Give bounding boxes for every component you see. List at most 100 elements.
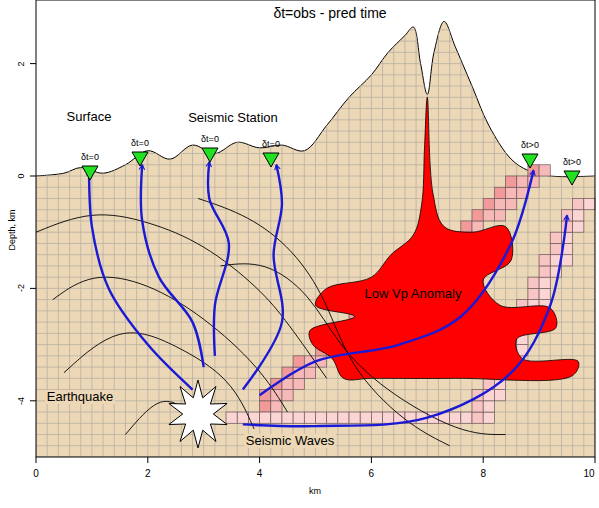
ray-cell [282,412,293,423]
axis-title: km [309,487,321,497]
tick-label: -4 [17,397,27,405]
station-value: δt>0 [563,158,581,168]
ray-cell [472,401,483,412]
region-label: Surface [67,110,112,124]
ray-cell [539,288,550,299]
ray-cell [483,401,494,412]
anomaly-label: Low Vp Anomaly [363,287,464,301]
tick [30,400,36,401]
tick-label: 6 [369,468,375,479]
ray-cell [371,412,382,423]
ray-cell [494,198,505,209]
tick-label: 0 [17,173,27,178]
ray-cell [450,412,461,423]
ray-cell [472,210,483,221]
seismic-station [263,153,279,167]
station-value: δt=0 [201,135,219,145]
tick [30,288,36,289]
ray-cell [271,412,282,423]
low-velocity-anomaly [309,97,579,380]
ray-cell [226,412,237,423]
tick-label: -2 [17,284,27,292]
ray-cell [349,412,360,423]
tick-label: 4 [257,468,263,479]
ray-cell [494,210,505,221]
region-label: Seismic Station [188,111,278,125]
ray-cell [506,187,517,198]
ray-cell [282,390,293,401]
seismic-ray [141,165,204,367]
station-value: δt=0 [81,153,99,163]
tick [595,457,596,463]
ray-cell [483,210,494,221]
station-value: δt=0 [131,139,149,149]
contour-line [198,198,450,445]
seismic-ray [243,165,283,390]
ray-cell [550,232,561,243]
ray-cell [573,198,584,209]
ray-cell [293,378,304,389]
tick-label: 2 [17,61,27,66]
ray-cell [248,412,259,423]
seismic-station [202,148,218,162]
seismic-ray [243,215,567,426]
region-label: Seismic Waves [244,434,336,448]
tick [483,457,484,463]
contour-line [64,333,254,429]
ray-cell [494,187,505,198]
seismic-station [564,171,580,185]
tick [30,63,36,64]
note: δt=obs - pred time [273,6,386,21]
station-value: δt=0 [262,140,280,150]
tick-label: 10 [583,468,594,479]
station-value: δt>0 [521,141,539,151]
tick [36,457,37,463]
ray-cell [561,255,572,266]
seismic-ray [208,162,229,356]
ray-cell [528,277,539,288]
ray-cell [260,401,271,412]
ray-cell [293,412,304,423]
ray-cell [506,176,517,187]
ray-cell [472,412,483,423]
contour-line [36,215,327,378]
ray-cell [517,176,528,187]
seismic-station [522,154,538,168]
plot-frame [36,0,595,457]
contour-line [220,264,505,435]
ray-cell [539,255,550,266]
earthquake-star [169,380,227,448]
tick [147,457,148,463]
ray-cell [550,243,561,254]
ray-cell [528,288,539,299]
ray-cell [360,412,371,423]
ray-cell [304,412,315,423]
ray-cell [327,412,338,423]
tick-label: 0 [33,468,39,479]
ray-cell [338,412,349,423]
tick-label: 8 [480,468,486,479]
ray-cell [494,390,505,401]
ray-cell [316,412,327,423]
ray-cell [461,412,472,423]
ray-cell [539,277,550,288]
ray-cell [584,198,595,209]
tick-label: 2 [145,468,151,479]
seismic-station [132,152,148,166]
ray-cell [573,210,584,221]
axis-title: Depth, km [7,209,17,250]
grid [36,0,595,457]
tick [371,457,372,463]
seismic-ray [260,170,534,395]
ray-cell [539,165,550,176]
ray-cell [539,266,550,277]
ray-cell [483,412,494,423]
ray-cell [506,198,517,209]
ray-cell [304,367,315,378]
seismic-station [82,166,98,180]
ray-cell [383,412,394,423]
ray-cell [573,221,584,232]
tick [30,176,36,177]
